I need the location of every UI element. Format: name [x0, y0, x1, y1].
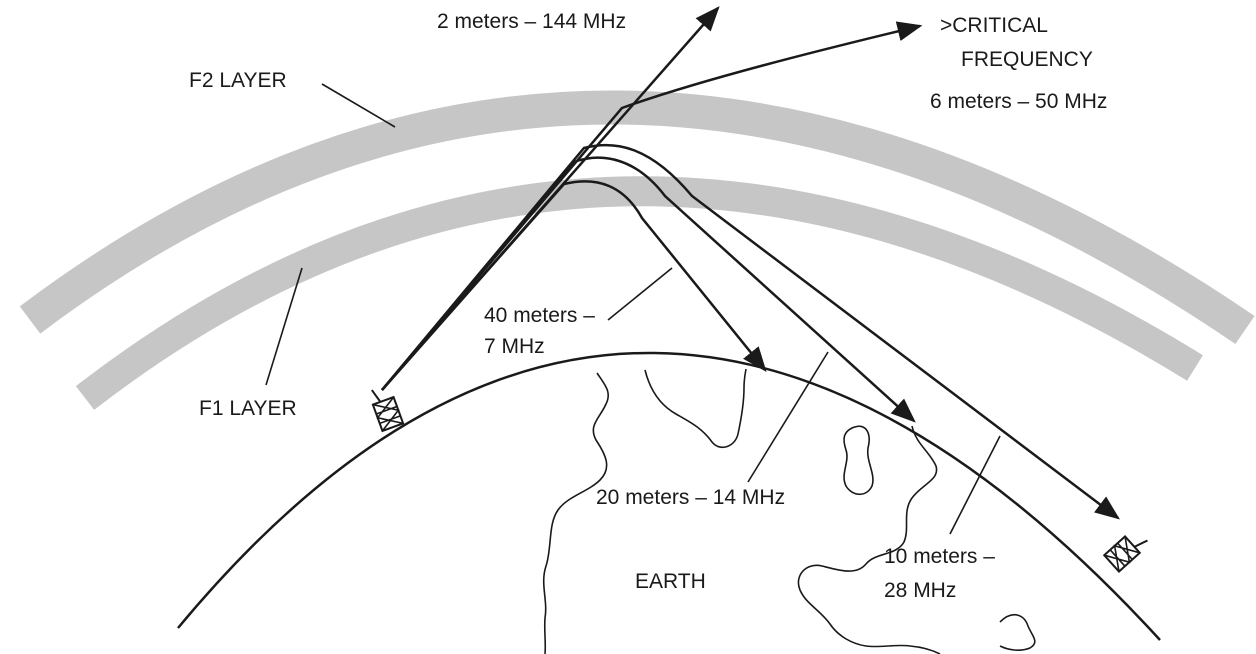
receiver-tower-icon: [1102, 535, 1148, 573]
earth-label: EARTH: [635, 570, 706, 593]
path-7mhz: [381, 180, 767, 391]
f2-layer-label: F2 LAYER: [189, 69, 287, 92]
path-28mhz: [381, 143, 1120, 520]
earth-surface: [177, 351, 1161, 641]
label-critical-line1: >CRITICAL: [940, 14, 1048, 37]
label-7mhz-line2: 7 MHz: [484, 335, 545, 358]
f2-leader-line: [321, 83, 396, 128]
label-7mhz-line1: 40 meters –: [484, 304, 595, 327]
p28-leader-line: [949, 435, 1001, 535]
label-critical-line2: FREQUENCY: [961, 48, 1093, 71]
coastline: [542, 372, 610, 654]
path-50mhz-critical: [381, 21, 923, 391]
label-50mhz: 6 meters – 50 MHz: [930, 90, 1107, 113]
f1-leader-line: [265, 267, 303, 386]
coastline-bay: [644, 368, 747, 449]
coastline-east: [797, 425, 941, 654]
label-144mhz: 2 meters – 144 MHz: [437, 10, 626, 33]
p14-leader-line: [747, 351, 829, 483]
label-14mhz: 20 meters – 14 MHz: [596, 486, 785, 509]
p7-leader-line: [607, 267, 673, 321]
f1-layer-label: F1 LAYER: [199, 397, 297, 420]
island: [843, 425, 874, 496]
transmitter-tower-icon: [371, 389, 405, 433]
path-14mhz: [381, 156, 916, 423]
label-28mhz-line1: 10 meters –: [884, 545, 995, 568]
coastline-tip: [999, 614, 1036, 651]
f2-layer-band: [19, 90, 1255, 345]
label-28mhz-line2: 28 MHz: [884, 579, 956, 602]
